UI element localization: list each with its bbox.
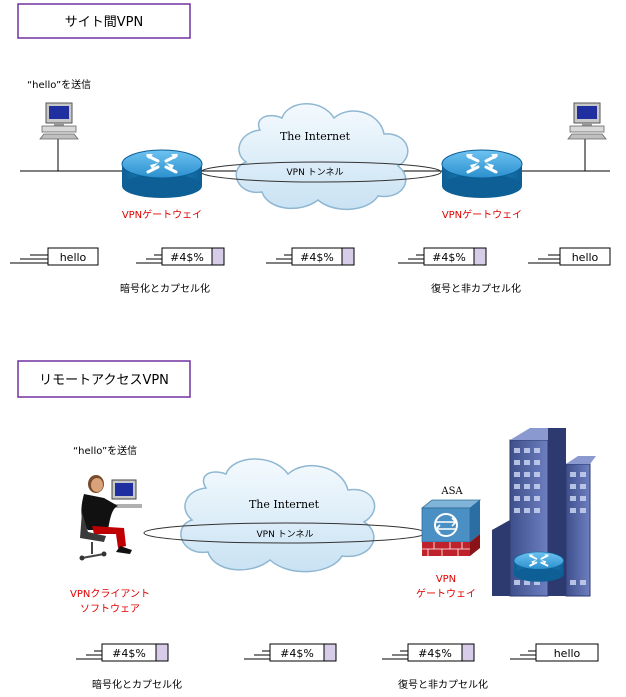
packet-text: hello	[554, 647, 581, 660]
right-gateway-label: VPNゲートウェイ	[442, 209, 522, 221]
encrypt-label-2: 暗号化とカプセル化	[92, 678, 182, 691]
tunnel-label-2: VPN トンネル	[257, 529, 314, 540]
packet-9: hello	[510, 643, 599, 662]
site-to-site-title-box	[17, 3, 191, 39]
decrypt-label: 復号と非カプセル化	[431, 282, 521, 295]
tunnel-label: VPN トンネル	[287, 167, 344, 178]
packet-5: hello	[528, 247, 611, 266]
left-pc-icon	[39, 102, 79, 140]
asa-gateway-label-line1: VPN	[436, 574, 456, 585]
client-software-label-line2: ソフトウェア	[80, 603, 140, 615]
cloud-label-2: The Internet	[249, 498, 320, 511]
packet-text: hello	[572, 251, 599, 264]
site-to-site-title: サイト間VPN	[65, 15, 143, 30]
packet-1: hello	[10, 247, 99, 266]
packet-text: hello	[60, 251, 87, 264]
asa-gateway-label-line2: ゲートウェイ	[416, 588, 476, 600]
asa-firewall-icon	[420, 499, 482, 556]
packet-6: #4$%	[76, 643, 169, 662]
send-hello-label-2: “hello”を送信	[73, 444, 137, 457]
send-hello-label: “hello”を送信	[27, 78, 91, 91]
decrypt-label-2: 復号と非カプセル化	[398, 678, 488, 691]
asa-label: ASA	[440, 486, 463, 497]
packet-text: #4$%	[432, 251, 466, 264]
client-software-label-line1: VPNクライアント	[70, 588, 150, 600]
packet-text: #4$%	[418, 647, 452, 660]
packet-text: #4$%	[280, 647, 314, 660]
packet-text: #4$%	[300, 251, 334, 264]
remote-user-icon	[79, 475, 142, 561]
packet-8: #4$%	[382, 643, 475, 662]
remote-access-title: リモートアクセスVPN	[39, 373, 169, 388]
encrypt-label: 暗号化とカプセル化	[120, 282, 210, 295]
right-pc-icon	[567, 102, 607, 140]
cloud-label: The Internet	[280, 130, 351, 143]
packet-2: #4$%	[136, 247, 225, 266]
packet-text: #4$%	[170, 251, 204, 264]
right-router-icon	[440, 148, 524, 200]
packet-4: #4$%	[398, 247, 487, 266]
remote-access-title-box	[17, 360, 191, 398]
internet-cloud-icon-2	[180, 458, 376, 573]
packet-text: #4$%	[112, 647, 146, 660]
packet-3: #4$%	[266, 247, 355, 266]
left-router-icon	[120, 148, 204, 200]
packet-7: #4$%	[244, 643, 337, 662]
internet-cloud-icon	[235, 103, 409, 211]
left-gateway-label: VPNゲートウェイ	[122, 209, 202, 221]
corporate-building-icon	[492, 428, 596, 597]
